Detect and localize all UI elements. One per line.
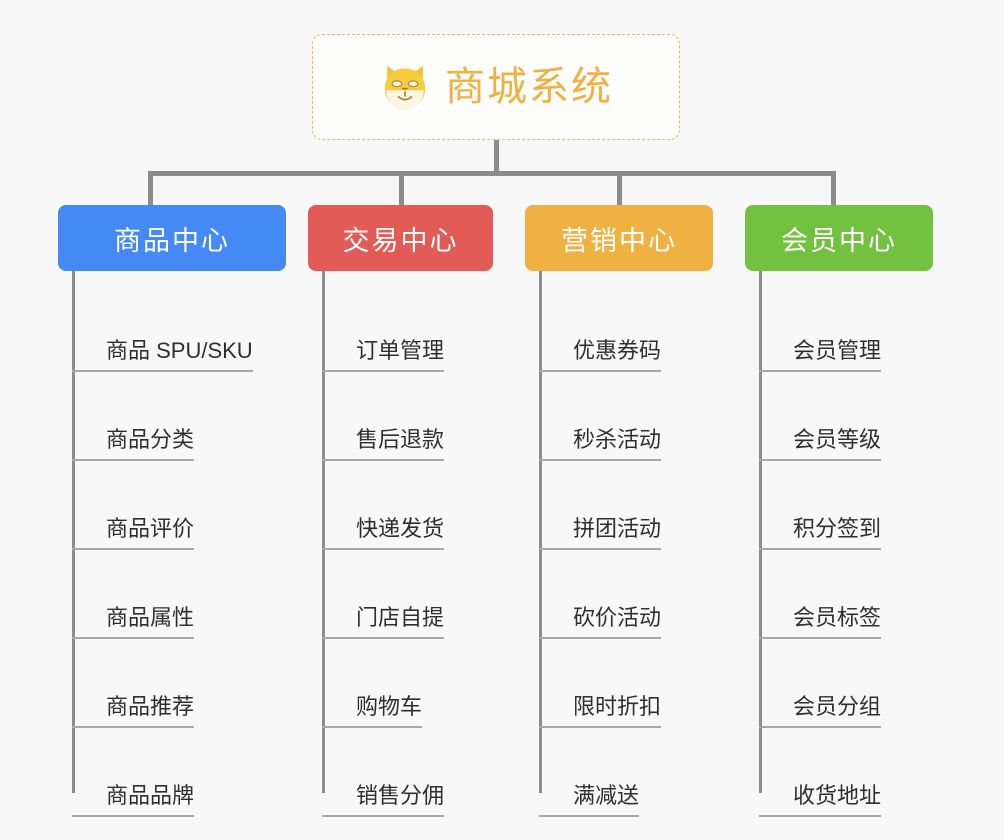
category-column-member: 会员中心 会员管理 会员等级 积分签到 会员标签 会员分组 收货地址 [745,205,933,817]
category-title: 交易中心 [342,225,459,256]
leaf-label: 商品 SPU/SKU [72,338,253,372]
leaf-label: 快递发货 [322,516,445,550]
leaf-label: 满减送 [539,783,640,817]
leaf-label: 会员等级 [759,427,882,461]
leaf-label: 订单管理 [322,338,445,372]
leaf-list-member: 会员管理 会员等级 积分签到 会员标签 会员分组 收货地址 [759,271,933,817]
leaf-item[interactable]: 满减送 [539,728,713,817]
leaf-spine [759,271,762,793]
leaf-label: 购物车 [322,694,423,728]
leaf-spine [72,271,75,793]
root-title: 商城系统 [445,65,613,109]
leaf-label: 秒杀活动 [539,427,662,461]
leaf-item[interactable]: 售后退款 [322,372,493,461]
leaf-item[interactable]: 商品分类 [72,372,286,461]
leaf-label: 商品品牌 [72,783,195,817]
leaf-item[interactable]: 快递发货 [322,461,493,550]
leaf-list-product: 商品 SPU/SKU 商品分类 商品评价 商品属性 商品推荐 商品品牌 [72,271,286,817]
leaf-item[interactable]: 商品属性 [72,550,286,639]
leaf-item[interactable]: 商品 SPU/SKU [72,283,286,372]
leaf-label: 积分签到 [759,516,882,550]
connector-drop-3 [831,171,836,207]
leaf-label: 拼团活动 [539,516,662,550]
leaf-item[interactable]: 秒杀活动 [539,372,713,461]
dog-face-icon [384,65,426,111]
leaf-item[interactable]: 限时折扣 [539,639,713,728]
leaf-label: 商品属性 [72,605,195,639]
leaf-list-trade: 订单管理 售后退款 快递发货 门店自提 购物车 销售分佣 [322,271,493,817]
connector-stem [494,140,499,174]
connector-drop-1 [399,171,404,207]
leaf-spine [322,271,325,793]
leaf-item[interactable]: 积分签到 [759,461,933,550]
leaf-label: 会员管理 [759,338,882,372]
leaf-label: 限时折扣 [539,694,662,728]
leaf-item[interactable]: 收货地址 [759,728,933,817]
leaf-item[interactable]: 商品品牌 [72,728,286,817]
category-header-marketing[interactable]: 营销中心 [525,205,713,271]
leaf-label: 销售分佣 [322,783,445,817]
leaf-label: 门店自提 [322,605,445,639]
category-column-product: 商品中心 商品 SPU/SKU 商品分类 商品评价 商品属性 商品推荐 商品品牌 [58,205,286,817]
leaf-list-marketing: 优惠券码 秒杀活动 拼团活动 砍价活动 限时折扣 满减送 [539,271,713,817]
category-header-trade[interactable]: 交易中心 [308,205,493,271]
leaf-item[interactable]: 优惠券码 [539,283,713,372]
leaf-item[interactable]: 商品推荐 [72,639,286,728]
leaf-label: 售后退款 [322,427,445,461]
leaf-label: 商品评价 [72,516,195,550]
leaf-item[interactable]: 销售分佣 [322,728,493,817]
leaf-label: 商品分类 [72,427,195,461]
leaf-label: 收货地址 [759,783,882,817]
category-column-marketing: 营销中心 优惠券码 秒杀活动 拼团活动 砍价活动 限时折扣 满减送 [525,205,713,817]
leaf-label: 会员分组 [759,694,882,728]
leaf-item[interactable]: 会员标签 [759,550,933,639]
category-header-member[interactable]: 会员中心 [745,205,933,271]
leaf-item[interactable]: 会员分组 [759,639,933,728]
category-column-trade: 交易中心 订单管理 售后退款 快递发货 门店自提 购物车 销售分佣 [308,205,493,817]
leaf-item[interactable]: 门店自提 [322,550,493,639]
connector-bus [148,171,836,176]
category-title: 会员中心 [781,225,897,256]
leaf-label: 优惠券码 [539,338,662,372]
connector-drop-0 [148,171,153,207]
category-title: 商品中心 [114,225,230,256]
category-title: 营销中心 [561,225,677,256]
leaf-item[interactable]: 购物车 [322,639,493,728]
leaf-label: 砍价活动 [539,605,662,639]
leaf-item[interactable]: 拼团活动 [539,461,713,550]
leaf-label: 会员标签 [759,605,882,639]
leaf-item[interactable]: 会员管理 [759,283,933,372]
leaf-item[interactable]: 砍价活动 [539,550,713,639]
leaf-item[interactable]: 会员等级 [759,372,933,461]
root-node[interactable]: 商城系统 [312,34,680,140]
category-header-product[interactable]: 商品中心 [58,205,286,271]
connector-drop-2 [617,171,622,207]
leaf-label: 商品推荐 [72,694,195,728]
leaf-item[interactable]: 商品评价 [72,461,286,550]
leaf-item[interactable]: 订单管理 [322,283,493,372]
leaf-spine [539,271,542,793]
